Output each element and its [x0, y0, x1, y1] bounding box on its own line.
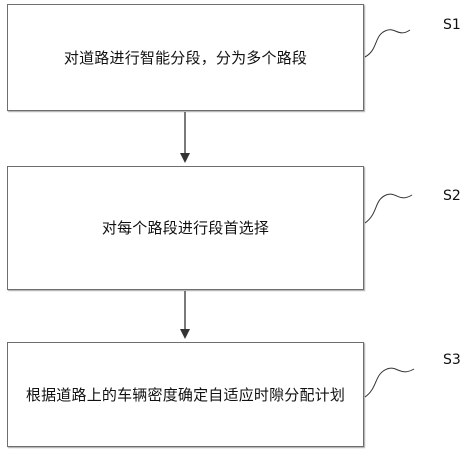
step-id-s3: S3: [443, 352, 461, 368]
step-box-s3: 根据道路上的车辆密度确定自适应时隙分配计划: [7, 342, 364, 447]
leader-curve-s2: [364, 193, 413, 224]
step-text-s2: 对每个路段进行段首选择: [101, 219, 270, 237]
step-id-s1: S1: [443, 17, 461, 33]
step-text-s1: 对道路进行智能分段，分为多个路段: [63, 48, 308, 67]
step-text-s3: 根据道路上的车辆密度确定自适应时隙分配计划: [25, 385, 346, 404]
leader-curve-s3: [364, 367, 415, 398]
step-box-s1: 对道路进行智能分段，分为多个路段: [7, 4, 364, 111]
leader-curve-s1: [364, 29, 411, 58]
step-id-s2: S2: [443, 188, 461, 204]
step-box-s2: 对每个路段进行段首选择: [7, 166, 364, 290]
